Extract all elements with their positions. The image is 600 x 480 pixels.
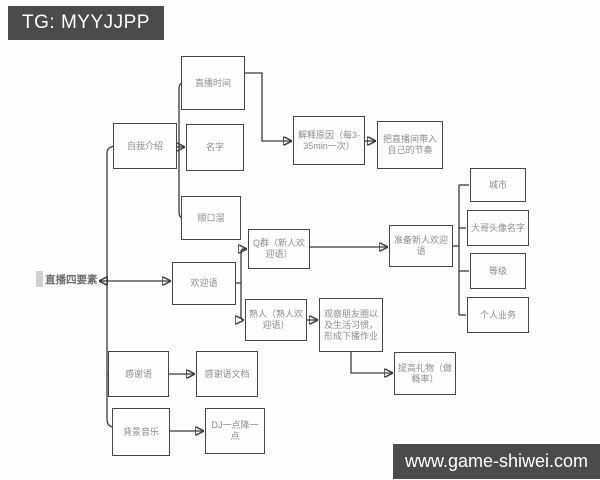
node-raise-gift-probability: 提高礼物（做概率） [394,352,456,395]
root-label-text: 直播四要素 [45,273,98,286]
node-prepare-newcomer-welcome: 准备新人欢迎语 [389,225,453,267]
node-observe-moments-homework: 观察朋友圈以及生活习惯，形成下播作业 [319,298,383,352]
node-self-intro: 自我介绍 [113,123,177,169]
node-q-group-newcomer-welcome: Q群（新人欢迎语） [248,229,310,269]
node-city: 城市 [470,168,526,202]
node-thanks-message-doc: 感谢语文档 [196,351,258,397]
node-name: 名字 [186,124,244,171]
node-explain-reason: 解释原因（每3-35min一次） [293,116,365,165]
diagram-root-node: 直播四要素 [36,270,98,288]
node-own-rhythm: 把直播间带入自己的节奏 [377,121,443,169]
node-welcome-message: 欢迎语 [172,262,236,305]
node-personal-business: 个人业务 [467,297,529,333]
node-regular-guest-welcome: 熟人（熟人欢迎语） [245,299,307,341]
node-level: 等级 [470,253,526,289]
node-background-music: 背景音乐 [112,408,170,456]
node-big-bro-avatar-name: 大哥头像名字 [467,210,529,246]
watermark-website: www.game-shiwei.com [393,444,600,479]
node-dj-style: DJ一点降一点 [205,408,265,454]
node-thanks-message: 感谢语 [108,351,169,397]
node-rhyme: 顺口溜 [181,196,241,240]
watermark-telegram: TG: MYYJJPP [8,6,164,40]
node-live-time: 直播时间 [181,56,245,110]
root-highlight-bar [36,271,43,287]
